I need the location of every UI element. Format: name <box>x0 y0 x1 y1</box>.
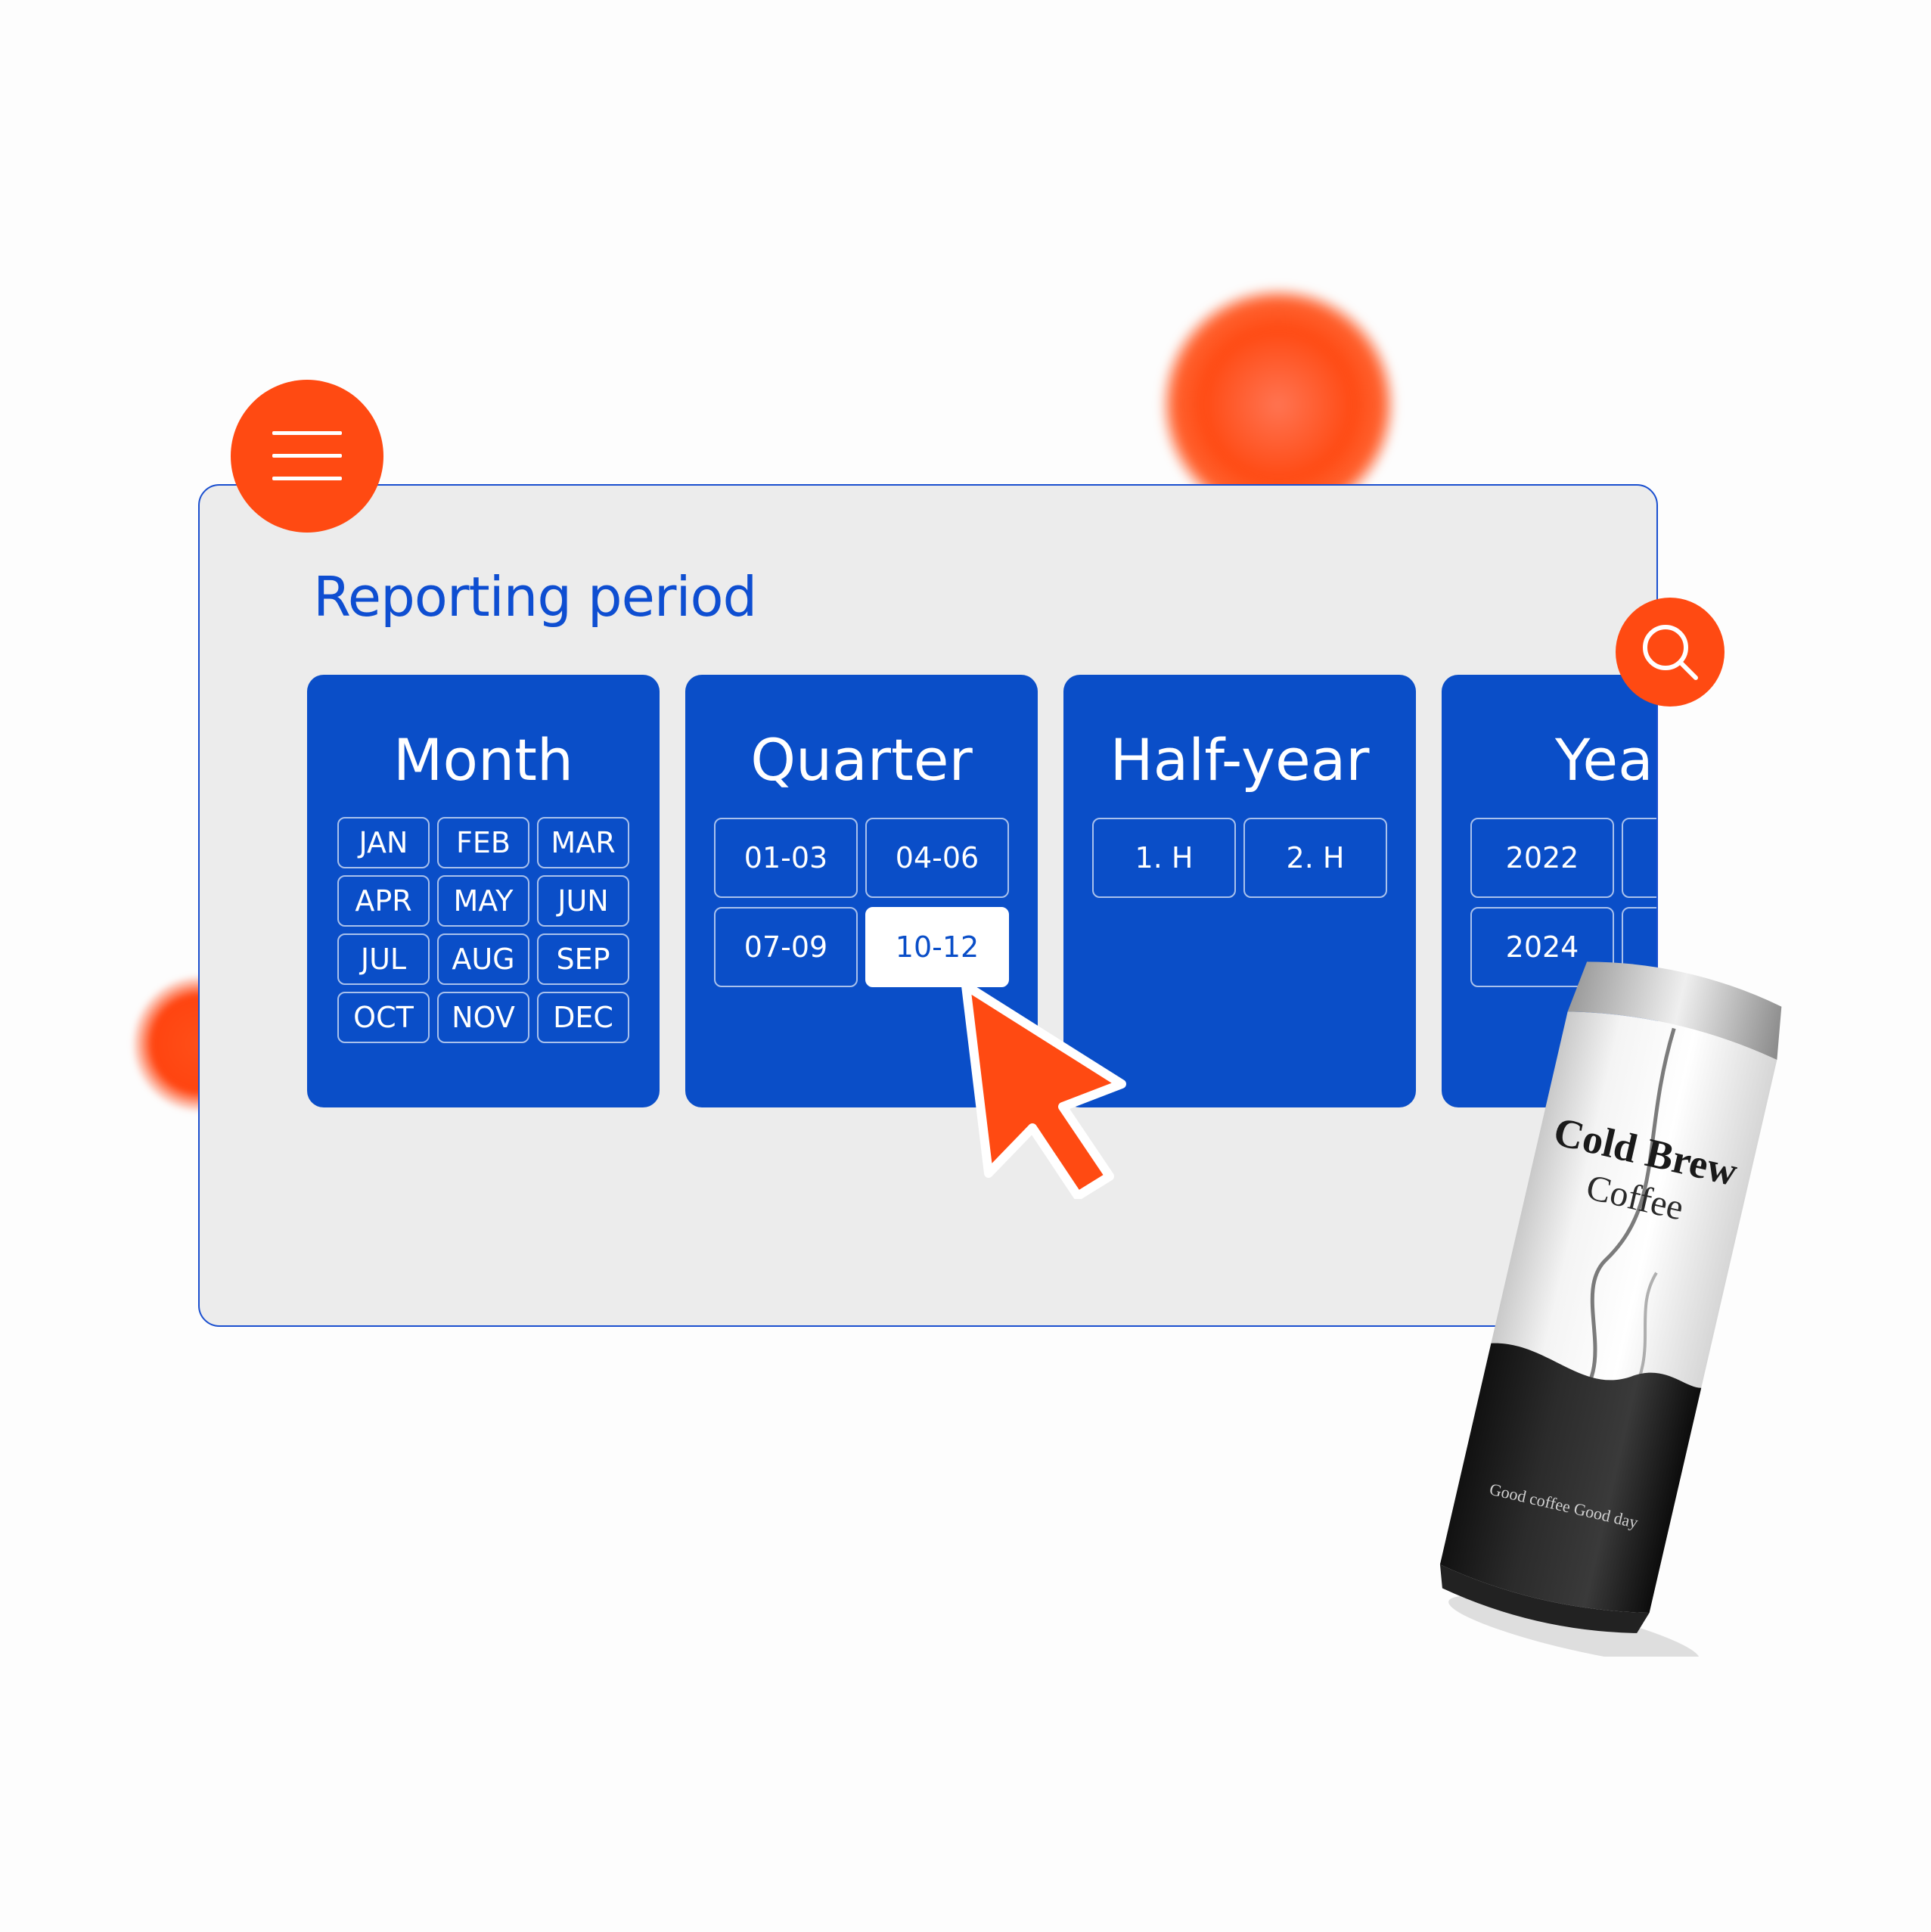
quarter-chip-07-09[interactable]: 07-09 <box>714 907 858 987</box>
month-chip-dec[interactable]: DEC <box>537 992 629 1043</box>
month-chip-jun[interactable]: JUN <box>537 875 629 927</box>
period-card-quarter[interactable]: Quarter 01-03 04-06 07-09 10-12 <box>685 675 1038 1107</box>
card-title-quarter: Quarter <box>750 726 973 794</box>
year-chip-2024[interactable]: 2024 <box>1470 907 1614 987</box>
period-card-month[interactable]: Month JAN FEB MAR APR MAY JUN JUL AUG SE… <box>307 675 660 1107</box>
panel-title: Reporting period <box>313 565 757 629</box>
decorative-orange-blur-top <box>1161 287 1395 522</box>
month-chip-jan[interactable]: JAN <box>337 817 430 868</box>
cold-brew-can-image: Cold Brew Coffee Good coffee Good day <box>1439 961 1782 1657</box>
search-icon <box>1643 625 1698 680</box>
month-chip-sep[interactable]: SEP <box>537 933 629 985</box>
year-chip-clipped-1[interactable] <box>1622 818 1656 898</box>
month-chip-jul[interactable]: JUL <box>337 933 430 985</box>
quarter-chip-01-03[interactable]: 01-03 <box>714 818 858 898</box>
month-chip-may[interactable]: MAY <box>437 875 529 927</box>
month-chip-apr[interactable]: APR <box>337 875 430 927</box>
month-chip-aug[interactable]: AUG <box>437 933 529 985</box>
card-title-year: Yea <box>1555 726 1653 794</box>
search-button[interactable] <box>1616 598 1725 707</box>
half-year-chip-2h[interactable]: 2. H <box>1243 818 1387 898</box>
card-title-month: Month <box>393 726 574 794</box>
month-chip-mar[interactable]: MAR <box>537 817 629 868</box>
reporting-period-panel: Reporting period Month JAN FEB MAR APR M… <box>198 484 1658 1327</box>
menu-button[interactable] <box>231 380 383 533</box>
month-chip-nov[interactable]: NOV <box>437 992 529 1043</box>
quarter-chip-10-12-selected[interactable]: 10-12 <box>865 907 1009 987</box>
period-card-half-year[interactable]: Half-year 1. H 2. H <box>1063 675 1416 1107</box>
mouse-pointer-icon <box>961 981 1126 1199</box>
year-chip-2022[interactable]: 2022 <box>1470 818 1614 898</box>
month-chip-oct[interactable]: OCT <box>337 992 430 1043</box>
month-chip-feb[interactable]: FEB <box>437 817 529 868</box>
half-year-chip-1h[interactable]: 1. H <box>1092 818 1236 898</box>
card-title-half-year: Half-year <box>1110 726 1370 794</box>
hamburger-menu-icon <box>272 431 342 480</box>
quarter-chip-04-06[interactable]: 04-06 <box>865 818 1009 898</box>
